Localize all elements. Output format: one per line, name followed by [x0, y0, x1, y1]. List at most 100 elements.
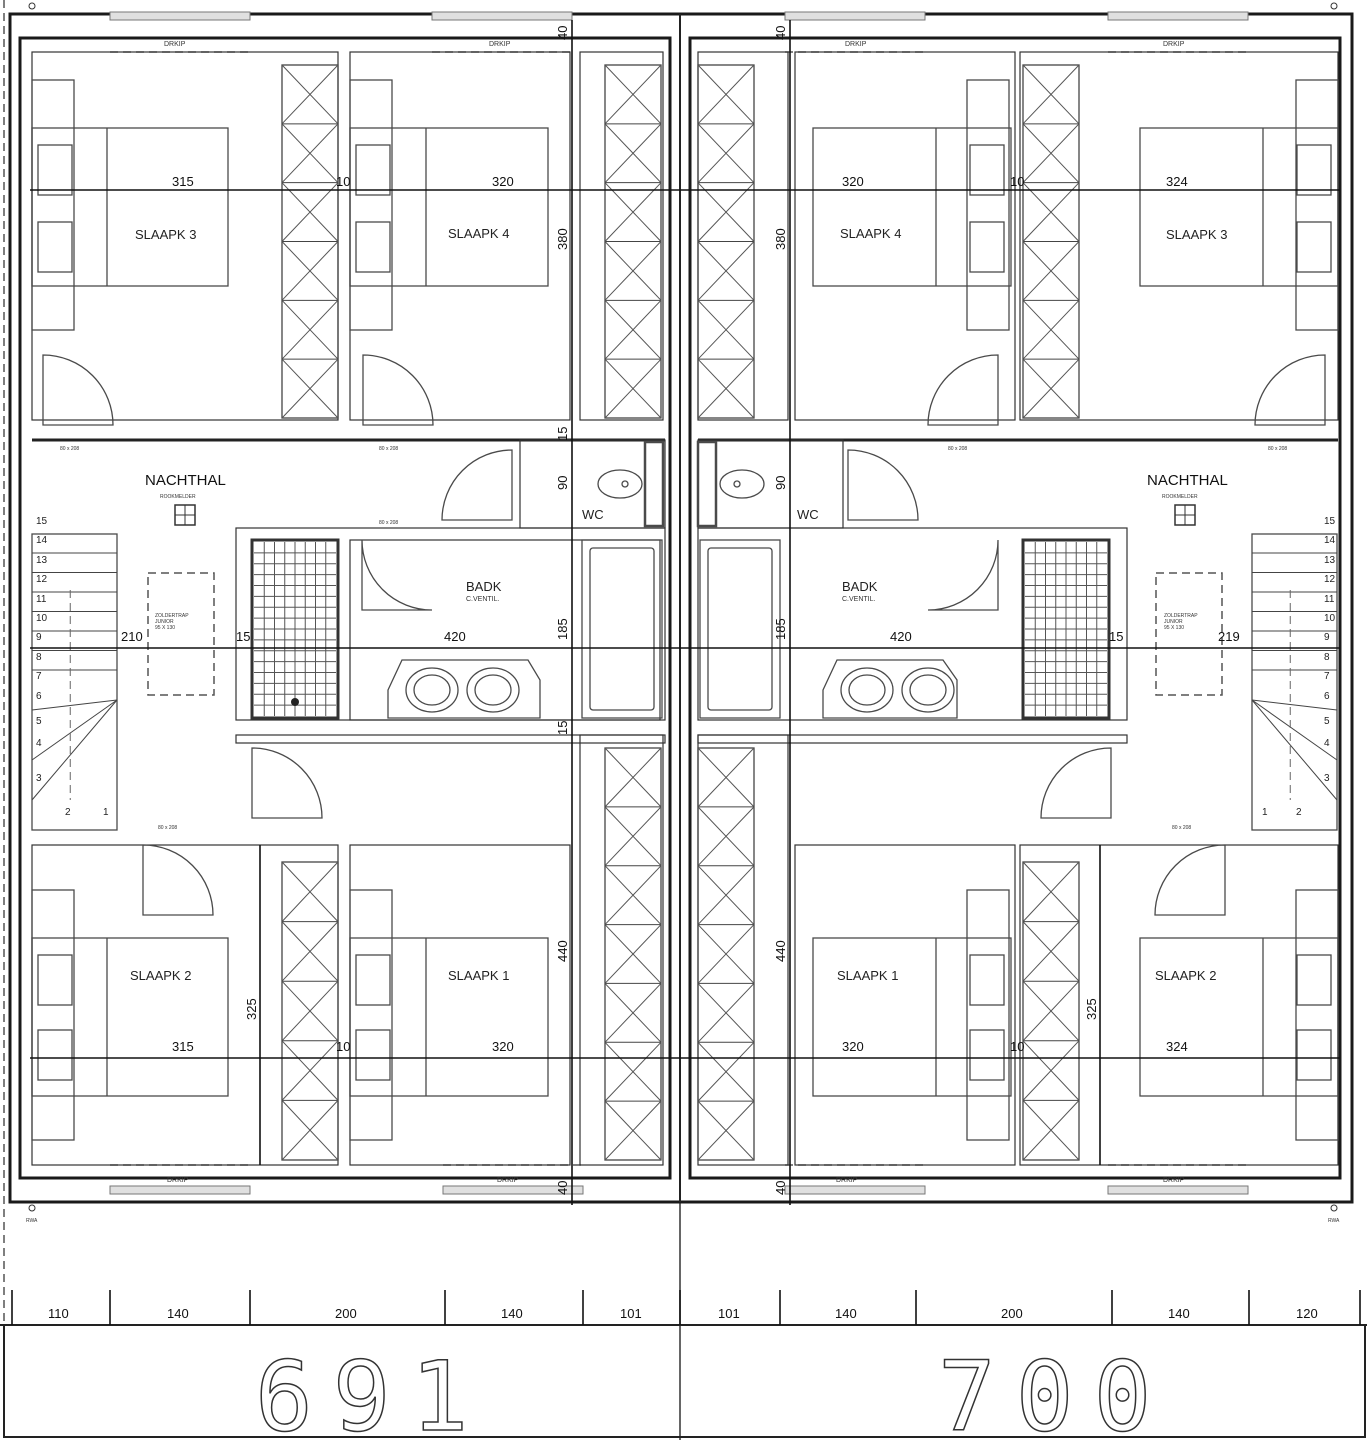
room-label-slaapk3-right: SLAAPK 3: [1166, 227, 1227, 242]
stair-step-number: 14: [36, 535, 48, 546]
stair-step-number: 9: [1324, 632, 1330, 643]
room-label-slaapk3-left: SLAAPK 3: [135, 227, 196, 242]
dim-wc-depth-right: 90: [773, 476, 788, 490]
stair-step-number: 8: [36, 652, 42, 663]
dim-slaapk1-width-right: 320: [842, 1039, 864, 1054]
right-unit-walls: [697, 51, 1339, 1166]
stair-step-number: 14: [1324, 535, 1336, 546]
shower-right: [1021, 538, 1111, 720]
window-label: DRKIP: [167, 1177, 189, 1184]
dim-wall-10-left: 10: [336, 174, 350, 189]
dim-wall-10-bottom-right: 10: [1010, 1039, 1024, 1054]
door-label: 80 x 208: [1172, 825, 1191, 831]
stairs-right: [1251, 533, 1338, 831]
window-label: DRKIP: [489, 41, 511, 48]
dim-top-gap-right: 40: [773, 26, 788, 40]
dim-badk-width-right: 420: [890, 629, 912, 644]
room-label-badk-left: BADK: [466, 579, 502, 594]
dim-height-top-right: 380: [773, 228, 788, 250]
dim-height-bottom-left: 440: [555, 940, 570, 962]
attic-hatch-right: [1155, 572, 1223, 696]
window-label: DRKIP: [836, 1177, 858, 1184]
dim-top-gap-left: 40: [555, 26, 570, 40]
stair-step-number: 2: [65, 807, 71, 818]
stair-step-number: 10: [36, 613, 48, 624]
title-box: [3, 1324, 1366, 1438]
room-label-wc-right: WC: [797, 507, 819, 522]
room-label-slaapk2-right: SLAAPK 2: [1155, 968, 1216, 983]
dim-height-slaapk2-right: 325: [1084, 998, 1099, 1020]
attic-hatch-label-right-1: ZOLDERTRAP: [1164, 613, 1198, 619]
window-label: DRKIP: [497, 1177, 519, 1184]
room-label-wc-left: WC: [582, 507, 604, 522]
bottom-dim: 200: [1001, 1306, 1023, 1321]
dim-wall-15-v-left: 15: [555, 427, 570, 441]
dimension-lines: [11, 20, 1361, 1325]
room-label-badk-right: BADK: [842, 579, 878, 594]
dim-wall-15-v2-left: 15: [555, 721, 570, 735]
window-label: DRKIP: [1163, 1177, 1185, 1184]
stair-step-number: 11: [1324, 594, 1335, 605]
stair-step-number: 7: [36, 671, 42, 682]
stair-step-number: 11: [36, 594, 47, 605]
dim-slaapk2-width-left: 315: [172, 1039, 194, 1054]
dim-height-slaapk2-left: 325: [244, 998, 259, 1020]
badk-sub-left: C.VENTIL.: [466, 596, 500, 603]
stair-step-number: 15: [36, 516, 48, 527]
stair-step-number: 5: [1324, 716, 1330, 727]
room-label-slaapk1-right: SLAAPK 1: [837, 968, 898, 983]
windows-top: [109, 11, 1249, 1195]
attic-hatch-label-left-3: 95 X 130: [155, 625, 175, 631]
door-label: 80 x 208: [60, 446, 79, 452]
dim-wall-15-left: 15: [236, 629, 250, 644]
dim-badk-depth-right: 185: [773, 618, 788, 640]
bottom-dim: 140: [835, 1306, 857, 1321]
stair-step-number: 4: [36, 738, 42, 749]
downpipe-icon: [28, 1204, 36, 1212]
attic-hatch-label-right-2: JUNIOR: [1164, 619, 1183, 625]
bottom-dim: 120: [1296, 1306, 1318, 1321]
bottom-dim: 101: [620, 1306, 642, 1321]
dim-slaapk2-width-right: 324: [1166, 1039, 1188, 1054]
doors: [42, 354, 1326, 916]
total-width-left: 691: [255, 1341, 488, 1440]
stair-step-number: 12: [1324, 574, 1336, 585]
right-unit-inner-wall: [688, 36, 1342, 1180]
room-label-slaapk4-left: SLAAPK 4: [448, 226, 509, 241]
dim-bottom-gap-right: 40: [773, 1181, 788, 1195]
stair-step-number: 10: [1324, 613, 1336, 624]
downpipe-icon: [28, 2, 36, 10]
attic-hatch-label-left-2: JUNIOR: [155, 619, 174, 625]
stair-step-number: 3: [1324, 773, 1330, 784]
stair-step-number: 6: [36, 691, 42, 702]
dim-wall-10-right: 10: [1010, 174, 1024, 189]
door-label: 80 x 208: [948, 446, 967, 452]
room-label-nachthal-right: NACHTHAL: [1147, 472, 1228, 489]
smoke-detector-label-left: ROOKMELDER: [160, 494, 196, 500]
stair-step-number: 4: [1324, 738, 1330, 749]
left-unit-walls: [31, 51, 666, 1166]
stair-step-number: 15: [1324, 516, 1336, 527]
sinks: [387, 659, 958, 719]
downpipe-icon: [1330, 1204, 1338, 1212]
dim-wc-depth-left: 90: [555, 476, 570, 490]
bottom-dim: 101: [718, 1306, 740, 1321]
stair-step-number: 2: [1296, 807, 1302, 818]
dim-wall-15-right: 15: [1109, 629, 1123, 644]
dim-slaapk3-width-right: 324: [1166, 174, 1188, 189]
dim-wall-10-bottom-left: 10: [336, 1039, 350, 1054]
attic-hatch-label-left-1: ZOLDERTRAP: [155, 613, 189, 619]
room-label-slaapk1-left: SLAAPK 1: [448, 968, 509, 983]
stair-step-number: 13: [36, 555, 48, 566]
dim-slaapk3-width-left: 315: [172, 174, 194, 189]
room-label-slaapk2-left: SLAAPK 2: [130, 968, 191, 983]
dim-slaapk1-width-left: 320: [492, 1039, 514, 1054]
attic-hatch-label-right-3: 95 X 130: [1164, 625, 1184, 631]
dim-nachthal-width-right: 219: [1218, 629, 1240, 644]
downpipe-icon: [1330, 2, 1338, 10]
stair-step-number: 1: [103, 807, 109, 818]
dim-badk-depth-left: 185: [555, 618, 570, 640]
door-label: 80 x 208: [1268, 446, 1287, 452]
window-label: DRKIP: [1163, 41, 1185, 48]
